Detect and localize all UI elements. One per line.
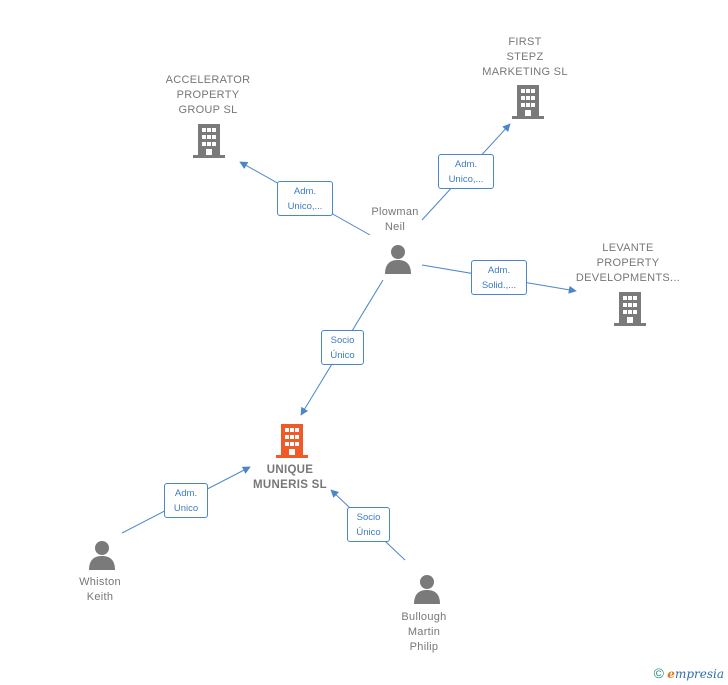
building-icon (193, 124, 225, 158)
edge-label-plowman-unique[interactable]: Socio Único (321, 330, 364, 365)
edge-label-bullough-unique[interactable]: Socio Único (347, 507, 390, 542)
node-label-levante[interactable]: LEVANTE PROPERTY DEVELOPMENTS... (575, 242, 681, 284)
person-icon (89, 541, 115, 570)
edge-label-plowman-first-stepz[interactable]: Adm. Unico,... (438, 154, 494, 189)
node-label-accelerator[interactable]: ACCELERATOR PROPERTY GROUP SL (165, 74, 251, 116)
edge-label-whiston-unique[interactable]: Adm. Unico (164, 483, 208, 518)
node-label-whiston[interactable]: Whiston Keith (79, 576, 121, 603)
node-label-plowman[interactable]: Plowman Neil (371, 206, 419, 233)
node-label-unique[interactable]: UNIQUE MUNERIS SL (253, 464, 327, 491)
brand-logo: empresia (667, 667, 724, 681)
building-icon (512, 85, 544, 119)
copyright-icon: © (653, 665, 664, 681)
building-icon (614, 292, 646, 326)
person-icon (385, 245, 411, 274)
edge-label-plowman-accelerator[interactable]: Adm. Unico,... (277, 181, 333, 216)
node-label-first-stepz[interactable]: FIRST STEPZ MARKETING SL (482, 36, 568, 78)
main-building-icon[interactable] (276, 424, 308, 458)
brand-watermark: © empresia (654, 665, 724, 681)
person-icon (414, 575, 440, 604)
edge-label-plowman-levante[interactable]: Adm. Solid.,... (471, 260, 527, 295)
node-label-bullough[interactable]: Bullough Martin Philip (401, 611, 447, 653)
